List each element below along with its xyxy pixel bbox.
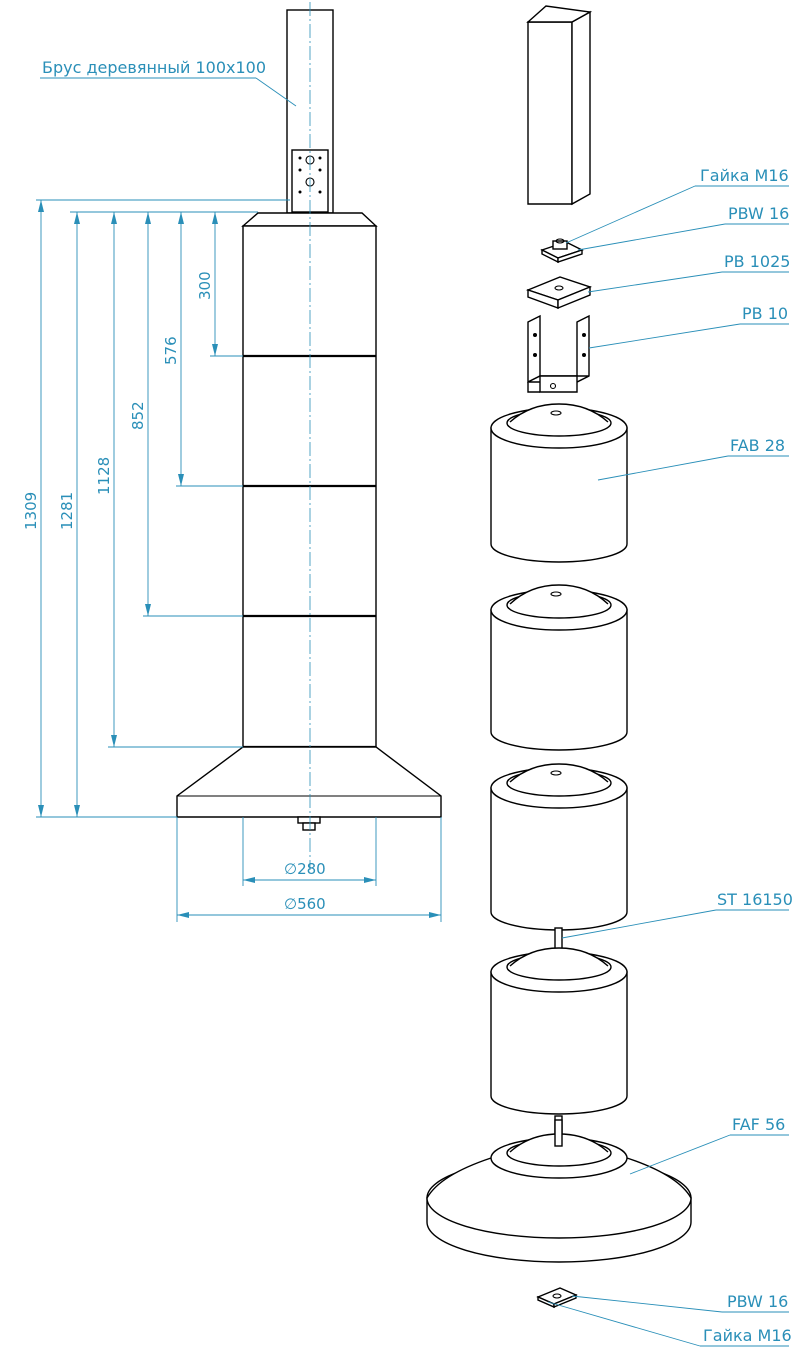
exploded-view [426, 5, 692, 1309]
label-pbw-top: PBW 16 [728, 204, 789, 223]
dim-1128: 1128 [95, 212, 117, 747]
beam-label: Брус деревянный 100x100 [42, 58, 266, 77]
nail-hole [298, 168, 302, 172]
exploded-nut-washer-top [540, 238, 584, 264]
dim-label-1309: 1309 [22, 492, 40, 530]
dim-label-1128: 1128 [95, 457, 113, 495]
nail-hole [318, 168, 322, 172]
dim-1281: 1281 [58, 212, 80, 817]
dim-576: 576 [162, 212, 184, 486]
callout-pbw-top: PBW 16 [577, 204, 789, 251]
callout-pbw-bottom: PBW 16 [571, 1292, 789, 1313]
label-pb1025: PB 1025 [724, 252, 790, 271]
dim-label-576: 576 [162, 336, 180, 365]
label-fab28: FAB 28 [730, 436, 785, 455]
label-st16150: ST 16150 [717, 890, 793, 909]
dim-label-d280: ∅280 [284, 860, 326, 878]
label-pbw-bottom: PBW 16 [727, 1292, 788, 1311]
dim-d280: ∅280 [242, 817, 377, 886]
dim-1309: 1309 [22, 200, 44, 817]
callout-nut-top: Гайка M16 [565, 166, 789, 244]
dim-label-d560: ∅560 [284, 895, 326, 913]
exploded-beam [526, 5, 593, 206]
callout-nut-bottom: Гайка M16 [547, 1301, 792, 1347]
beam-callout: Брус деревянный 100x100 [40, 58, 297, 107]
callout-st16150: ST 16150 [561, 890, 793, 939]
label-nut-top: Гайка M16 [700, 166, 789, 185]
label-faf56: FAF 56 [732, 1115, 785, 1134]
column-base [176, 746, 442, 818]
callout-fab28: FAB 28 [597, 436, 789, 481]
bottom-washer [297, 816, 321, 824]
top-cap [241, 212, 378, 227]
callout-pb1025: PB 1025 [587, 252, 790, 293]
dim-300: 300 [196, 212, 218, 356]
nail-hole [298, 190, 302, 194]
exploded-nut-washer-bottom [536, 1287, 578, 1309]
dim-852: 852 [129, 212, 151, 616]
nail-hole [298, 156, 302, 160]
exploded-bracket-pb10 [527, 314, 590, 393]
callout-pb10: PB 10 [588, 304, 789, 349]
dim-label-852: 852 [129, 401, 147, 430]
dimensions: 1309 1281 1128 852 576 [22, 199, 442, 922]
callouts: Гайка M16 PBW 16 PB 1025 PB 10 FAB 28 ST… [547, 166, 793, 1347]
exploded-cylinder-2 [490, 584, 628, 751]
assembled-view [176, 2, 442, 870]
exploded-cylinder-4 [490, 947, 628, 1115]
dim-d560: ∅560 [176, 817, 442, 922]
exploded-cylinder-1 [490, 403, 628, 563]
bottom-nut [302, 822, 316, 831]
dim-label-1281: 1281 [58, 492, 76, 530]
label-nut-bottom: Гайка M16 [703, 1326, 792, 1345]
dim-label-300: 300 [196, 271, 214, 300]
exploded-base-faf56 [426, 1119, 692, 1263]
label-pb10: PB 10 [742, 304, 788, 323]
nail-hole [318, 190, 322, 194]
nail-hole [318, 156, 322, 160]
exploded-plate-pb1025 [525, 276, 593, 310]
exploded-cylinder-3 [490, 763, 628, 931]
callout-faf56: FAF 56 [629, 1115, 789, 1175]
